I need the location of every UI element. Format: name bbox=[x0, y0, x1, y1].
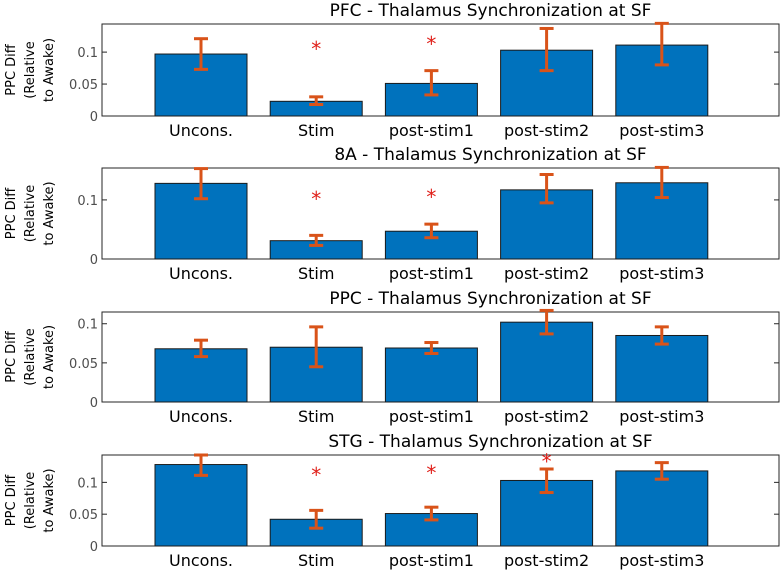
y-axis-label: PPC Diff bbox=[4, 330, 19, 383]
x-tick-label: Stim bbox=[298, 264, 334, 283]
error-bar bbox=[654, 461, 669, 481]
bar-post-stim2 bbox=[500, 321, 594, 403]
error-bar bbox=[194, 167, 208, 201]
x-tick-label: Stim bbox=[298, 121, 334, 140]
error-bar bbox=[654, 165, 669, 200]
panel-title: 8A - Thalamus Synchronization at SF bbox=[334, 145, 646, 165]
y-axis-label: to Awake) bbox=[42, 181, 57, 245]
error-bar bbox=[539, 467, 554, 495]
error-bar bbox=[194, 338, 208, 359]
x-tick-label: post-stim1 bbox=[389, 551, 474, 570]
significance-star-icon: * bbox=[311, 37, 321, 61]
error-bar bbox=[424, 341, 439, 355]
x-tick-label: post-stim2 bbox=[504, 121, 589, 140]
error-bar bbox=[539, 308, 554, 336]
error-bar bbox=[194, 37, 208, 71]
error-bar bbox=[309, 95, 324, 106]
error-bar bbox=[309, 508, 324, 530]
y-tick-label: 0.1 bbox=[77, 46, 98, 61]
significance-star-icon: * bbox=[426, 32, 436, 56]
bar-post-stim3 bbox=[615, 470, 709, 547]
error-bar bbox=[539, 173, 554, 205]
y-tick-label: 0 bbox=[90, 540, 98, 555]
significance-star-icon: * bbox=[311, 463, 321, 487]
x-tick-label: Uncons. bbox=[169, 551, 233, 570]
bar-post-stim3 bbox=[615, 334, 709, 403]
error-bar bbox=[194, 453, 208, 477]
y-axis-label: (Relative bbox=[23, 185, 38, 243]
x-tick-label: post-stim2 bbox=[504, 407, 589, 426]
y-tick-label: 0.05 bbox=[69, 508, 98, 523]
error-bar bbox=[309, 233, 324, 247]
y-tick-label: 0.05 bbox=[69, 78, 98, 93]
y-tick-label: 0 bbox=[90, 110, 98, 125]
error-bar bbox=[309, 325, 324, 369]
y-tick-label: 0 bbox=[90, 253, 98, 268]
x-tick-label: post-stim3 bbox=[619, 264, 704, 283]
x-tick-label: post-stim1 bbox=[389, 264, 474, 283]
error-bar bbox=[654, 325, 669, 346]
bar-post-stim1 bbox=[384, 347, 478, 403]
bar-chart-panel-4: STG - Thalamus Synchronization at SF 0 0.0… bbox=[4, 432, 780, 570]
x-tick-label: Uncons. bbox=[169, 264, 233, 283]
y-axis-label: to Awake) bbox=[42, 468, 57, 532]
x-tick-label: post-stim3 bbox=[619, 407, 704, 426]
y-axis-label: PPC Diff bbox=[4, 474, 19, 527]
y-tick-label: 0.05 bbox=[69, 357, 98, 372]
x-tick-label: post-stim2 bbox=[504, 551, 589, 570]
error-bar bbox=[654, 21, 669, 67]
significance-star-icon: * bbox=[311, 187, 321, 211]
error-bar bbox=[424, 505, 439, 522]
x-tick-label: Uncons. bbox=[169, 121, 233, 140]
bar-chart-panel-3: PPC - Thalamus Synchronization at SF 0 0.0… bbox=[4, 289, 780, 426]
x-tick-label: post-stim2 bbox=[504, 264, 589, 283]
significance-star-icon: * bbox=[426, 185, 436, 209]
panel-title: PFC - Thalamus Synchronization at SF bbox=[330, 1, 652, 21]
y-axis-label: (Relative bbox=[23, 41, 38, 99]
x-tick-label: post-stim3 bbox=[619, 551, 704, 570]
bar-chart-panel-1: PFC - Thalamus Synchronization at SF 0 0.0… bbox=[4, 1, 780, 140]
y-axis-label: (Relative bbox=[23, 472, 38, 530]
x-tick-label: post-stim1 bbox=[389, 121, 474, 140]
panel-title: STG - Thalamus Synchronization at SF bbox=[328, 432, 652, 452]
significance-star-icon: * bbox=[542, 450, 552, 474]
x-tick-label: Stim bbox=[298, 407, 334, 426]
y-axis-label: to Awake) bbox=[42, 325, 57, 389]
y-tick-label: 0.1 bbox=[77, 476, 98, 491]
y-tick-label: 0.1 bbox=[77, 194, 98, 209]
y-axis-label: to Awake) bbox=[42, 38, 57, 102]
x-tick-label: Uncons. bbox=[169, 407, 233, 426]
y-axis-label: PPC Diff bbox=[4, 187, 19, 240]
error-bar bbox=[424, 222, 439, 240]
bar-chart-panel-2: 8A - Thalamus Synchronization at SF 0 0.1 P… bbox=[4, 145, 780, 283]
significance-star-icon: * bbox=[426, 461, 436, 485]
x-tick-label: Stim bbox=[298, 551, 334, 570]
x-tick-label: post-stim1 bbox=[389, 407, 474, 426]
y-tick-label: 0.1 bbox=[77, 318, 98, 333]
x-tick-label: post-stim3 bbox=[619, 121, 704, 140]
y-axis-label: (Relative bbox=[23, 328, 38, 386]
y-tick-label: 0 bbox=[90, 396, 98, 411]
error-bar bbox=[539, 26, 554, 73]
y-axis-label: PPC Diff bbox=[4, 43, 19, 96]
panel-title: PPC - Thalamus Synchronization at SF bbox=[329, 289, 651, 309]
error-bar bbox=[424, 69, 439, 97]
